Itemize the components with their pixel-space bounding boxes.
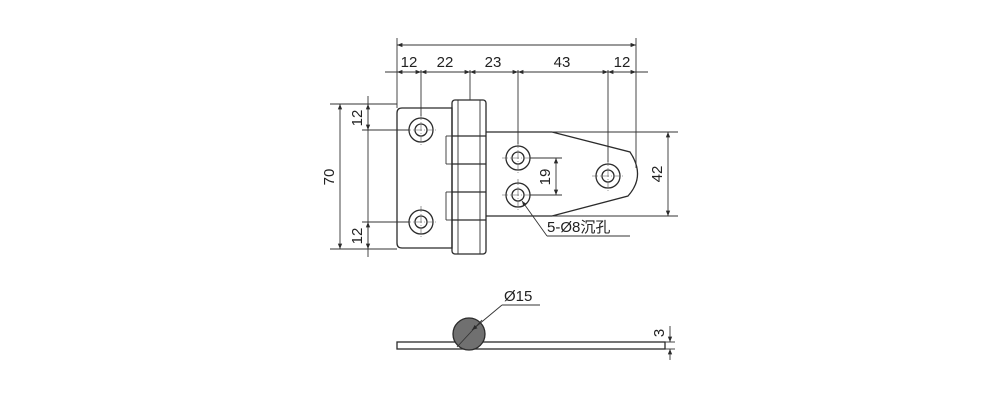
left-leaf-outline — [396, 107, 453, 249]
dimension-segment-2: 22 — [437, 54, 454, 71]
hole-spacing-dimension: 19 — [530, 157, 562, 196]
dimension-segment-5: 12 — [614, 54, 631, 71]
hinge-side-view: Ø15 3 — [396, 288, 675, 360]
hinge-top-view — [396, 99, 639, 255]
top-dimensions: 12 22 23 43 12 — [385, 38, 648, 168]
top-offset-label: 12 — [349, 110, 366, 127]
right-leaf-outline — [486, 131, 639, 217]
right-height-label: 42 — [649, 166, 666, 183]
right-height-dimension: 42 — [552, 131, 678, 217]
left-dimensions: 70 12 12 — [321, 96, 409, 257]
overall-height-label: 70 — [321, 169, 338, 186]
countersunk-hole — [502, 179, 534, 211]
thickness-label: 3 — [651, 329, 668, 337]
knuckle-stack — [445, 99, 487, 255]
hole-callout-label: 5-Ø8沉孔 — [547, 219, 610, 236]
countersunk-hole — [405, 206, 437, 238]
countersunk-hole — [502, 142, 534, 174]
bottom-offset-label: 12 — [349, 228, 366, 245]
hole-callout: 5-Ø8沉孔 — [521, 200, 630, 237]
dimension-segment-4: 43 — [554, 54, 571, 71]
leaf-thickness-profile — [396, 341, 666, 350]
hole-spacing-label: 19 — [537, 169, 554, 186]
dimension-segment-1: 12 — [401, 54, 418, 71]
knuckle-diameter-label: Ø15 — [504, 288, 532, 305]
countersunk-hole — [405, 114, 437, 146]
countersunk-hole — [592, 160, 624, 192]
dimension-segment-3: 23 — [485, 54, 502, 71]
